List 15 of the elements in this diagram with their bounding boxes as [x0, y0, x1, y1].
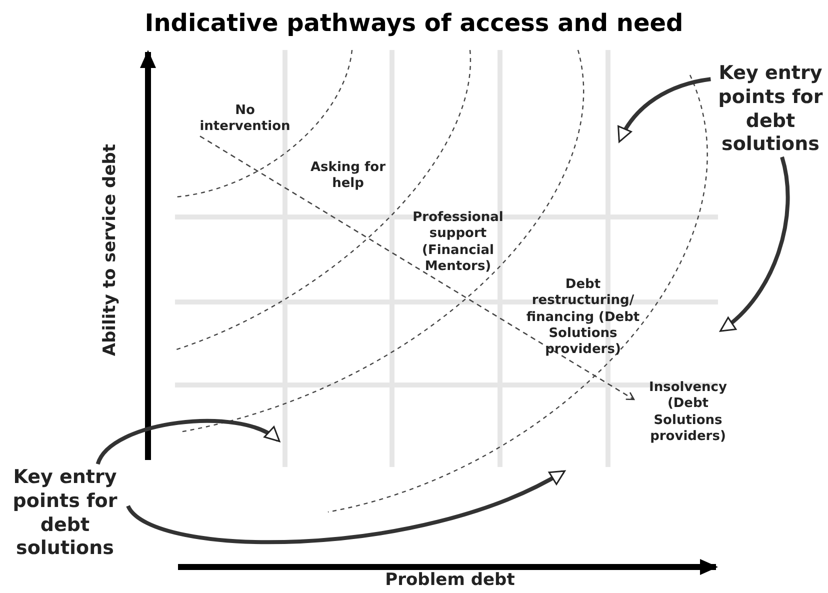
- axis-title: Problem debt: [384, 570, 516, 592]
- arrow: [720, 156, 790, 332]
- zone-label: Asking for help: [293, 160, 403, 192]
- arrow: [200, 136, 635, 400]
- callout-text: Key entry points for debt solutions: [713, 62, 828, 157]
- arrow: [96, 419, 280, 466]
- zone-label: Insolvency (Debt Solutions providers): [636, 380, 740, 445]
- arrow: [126, 470, 566, 544]
- axis-title: Ability to service debt: [100, 142, 121, 358]
- zone-label: Professional support (Financial Mentors): [402, 210, 514, 275]
- zone-label: Debt restructuring/ financing (Debt Solutions providers): [514, 277, 652, 358]
- zone-label: No intervention: [195, 103, 295, 136]
- diagram-title: Indicative pathways of access and need: [144, 8, 684, 38]
- callout-text: Key entry points for debt solutions: [2, 466, 128, 561]
- arrow: [618, 77, 711, 143]
